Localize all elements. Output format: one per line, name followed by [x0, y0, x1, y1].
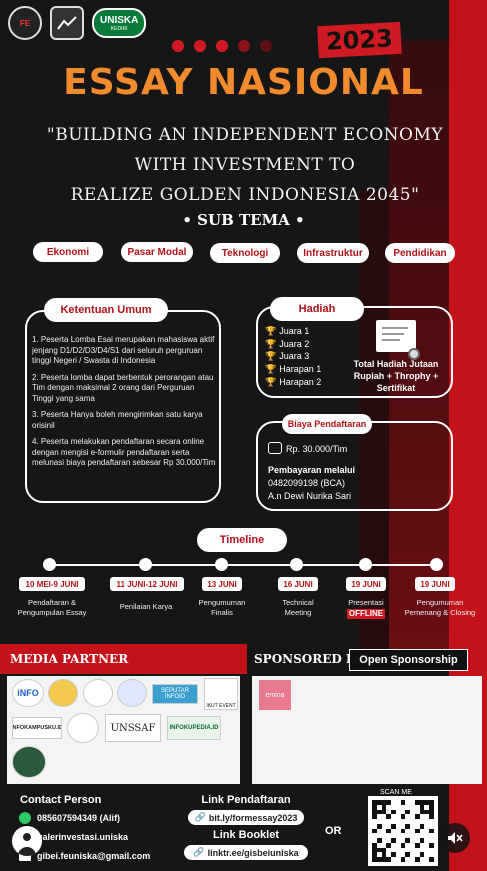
- trophy-icon: 🏆: [265, 338, 277, 349]
- or-text: OR: [325, 825, 342, 837]
- organizer-logos: FE UNISKA KEDIRI: [8, 6, 147, 40]
- register-link[interactable]: 🔗bit.ly/formessay2023: [188, 810, 304, 825]
- timeline-event: Technical Meeting: [282, 598, 314, 617]
- timeline-dot: [290, 558, 303, 571]
- qr-code[interactable]: [368, 796, 438, 866]
- timeline-dot: [430, 558, 443, 571]
- uniska-logo: UNISKA KEDIRI: [92, 8, 147, 38]
- timeline-event: Penilaian Karya: [119, 602, 173, 611]
- year-badge: 2023: [317, 21, 402, 59]
- hand-money-icon: [268, 442, 282, 454]
- trophy-icon: 🏆: [265, 351, 277, 362]
- timeline-date: 19 JUNI: [415, 577, 455, 591]
- galeri-investasi-logo: [50, 6, 84, 40]
- timeline-date: 13 JUNI: [202, 577, 242, 591]
- timeline-event: Pendaftaran & Pengumpulan Essay: [17, 598, 87, 617]
- trophy-icon: 🏆: [265, 376, 277, 387]
- media-logo: UNSSAF: [105, 714, 161, 742]
- sub-tema-title: • SUB TEMA •: [182, 211, 305, 229]
- trophy-icon: 🏆: [265, 326, 277, 336]
- media-logo: SEPUTAR INFOID: [152, 684, 198, 704]
- faculty-logo: FE: [8, 6, 42, 40]
- timeline-event: Pengumuman Finalis: [198, 598, 246, 617]
- timeline-line: [48, 564, 438, 566]
- ketentuan-title: Ketentuan Umum: [44, 298, 168, 322]
- timeline-date: 11 JUNI-12 JUNI: [110, 577, 184, 591]
- ketentuan-list: 1. Peserta Lomba Esai merupakan mahasisw…: [32, 335, 218, 475]
- contact-email: gibei.feuniska@gmail.com: [19, 851, 150, 861]
- media-logo: [67, 713, 99, 743]
- register-link-title: Link Pendaftaran: [201, 794, 291, 806]
- media-logo: IKUT EVENT: [204, 678, 238, 710]
- media-partner-header: [0, 644, 247, 674]
- prize-list: 🏆Juara 1 🏆Juara 2 🏆Juara 3 🏆Harapan 1 🏆H…: [265, 326, 322, 387]
- mute-icon[interactable]: [440, 823, 470, 853]
- offline-badge: OFFLINE: [346, 609, 386, 619]
- timeline-event: Presentasi OFFLINE: [346, 598, 386, 619]
- sub-tema-pill: Infrastruktur: [297, 243, 369, 263]
- timeline-date: 16 JUNI: [278, 577, 318, 591]
- open-sponsorship-label: Open Sponsorship: [349, 649, 468, 671]
- sub-tema-pill: Pendidikan: [385, 243, 455, 263]
- poster-theme: "BUILDING AN INDEPENDENT ECONOMY WITH IN…: [46, 125, 444, 205]
- media-partner-title: MEDIA PARTNER: [10, 652, 129, 666]
- sponsor-title: SPONSORED BY: [254, 652, 365, 666]
- booklet-link[interactable]: 🔗linktr.ee/gisbeiuniska: [184, 845, 308, 860]
- sub-tema-pill: Teknologi: [210, 243, 280, 263]
- timeline-event: Pengumuman Pemenang & Closing: [404, 598, 476, 617]
- timeline-dot: [215, 558, 228, 571]
- media-logo: [117, 679, 147, 707]
- contact-phone: 085607594349 (Alif): [19, 812, 120, 824]
- biaya-title: Biaya Pendaftaran: [282, 414, 372, 434]
- media-logo: INFOKUPEDIA.ID: [167, 716, 221, 740]
- decor-dots: [172, 40, 272, 52]
- timeline-dot: [43, 558, 56, 571]
- booklet-link-title: Link Booklet: [212, 829, 279, 841]
- sponsor-logo: emina: [259, 680, 291, 710]
- biaya-details: Rp. 30.000/Tim Pembayaran melalui 048209…: [268, 442, 356, 501]
- timeline-date: 19 JUNI: [346, 577, 386, 591]
- media-logo: [12, 746, 46, 778]
- timeline-dot: [139, 558, 152, 571]
- poster-title: ESSAY NASIONAL: [63, 62, 424, 103]
- rule-item: 1. Peserta Lomba Esai merupakan mahasisw…: [32, 335, 215, 365]
- hadiah-title: Hadiah: [270, 297, 364, 321]
- media-logo: iNFO: [12, 679, 44, 707]
- avatar-icon[interactable]: [12, 826, 42, 856]
- timeline-dot: [359, 558, 372, 571]
- link-icon: 🔗: [194, 812, 206, 822]
- media-logo: [48, 679, 78, 707]
- certificate-icon: [376, 320, 420, 360]
- timeline-title: Timeline: [197, 528, 287, 552]
- sub-tema-pill: Pasar Modal: [121, 242, 193, 262]
- contact-title: Contact Person: [20, 794, 102, 806]
- rule-item: 3. Peserta Hanya boleh mengirimkan satu …: [32, 410, 203, 430]
- sub-tema-pill: Ekonomi: [33, 242, 103, 262]
- scan-label: SCAN ME: [380, 789, 412, 796]
- link-icon: 🔗: [193, 847, 205, 857]
- rule-item: 2. Peserta lomba dapat berbentuk peroran…: [32, 372, 214, 403]
- whatsapp-icon: [19, 812, 31, 824]
- media-logo: [83, 679, 113, 707]
- prize-total: Total Hadiah Jutaan Rupiah + Throphy + S…: [353, 359, 439, 393]
- media-logo: INFOKAMPUSKU.ID: [12, 717, 62, 739]
- rule-item: 4. Peserta melakukan pendaftaran secara …: [32, 437, 216, 467]
- trophy-icon: 🏆: [265, 364, 277, 375]
- mail-icon: [19, 851, 31, 861]
- timeline-date: 10 MEI-9 JUNI: [19, 577, 85, 591]
